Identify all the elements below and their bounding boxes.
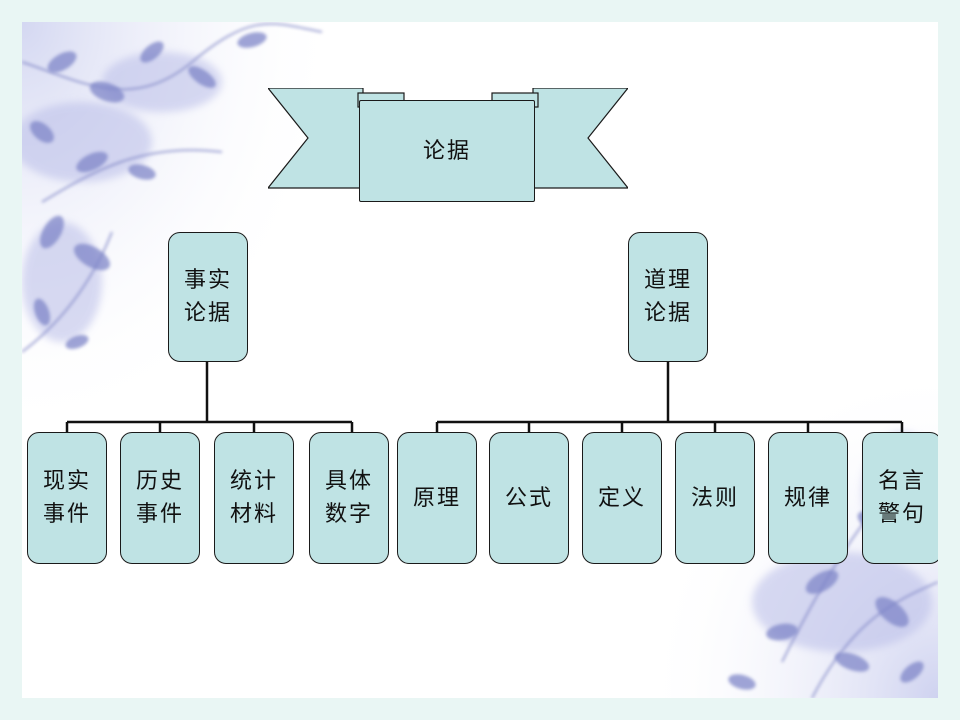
leaf-node: 现实 事件 — [27, 432, 107, 564]
leaf-node: 名言 警句 — [862, 432, 938, 564]
category-label: 事实 论据 — [183, 268, 232, 326]
leaf-label: 公式 — [504, 485, 553, 511]
leaf-node: 历史 事件 — [120, 432, 200, 564]
leaf-label: 历史 事件 — [135, 469, 184, 527]
leaf-label: 名言 警句 — [877, 469, 926, 527]
leaf-node: 法则 — [675, 432, 755, 564]
category-fact-evidence: 事实 论据 — [168, 232, 248, 362]
leaf-node: 具体 数字 — [309, 432, 389, 564]
leaf-label: 统计 材料 — [229, 469, 278, 527]
leaf-node: 定义 — [582, 432, 662, 564]
leaf-label: 具体 数字 — [324, 469, 373, 527]
title-box: 论据 — [359, 100, 535, 202]
title-text: 论据 — [422, 138, 471, 164]
title-ribbon — [268, 88, 628, 189]
category-label: 道理 论据 — [643, 268, 692, 326]
tree-connectors — [65, 362, 904, 432]
leaf-node: 公式 — [489, 432, 569, 564]
leaf-label: 法则 — [690, 485, 739, 511]
leaf-label: 定义 — [597, 485, 646, 511]
leaf-node: 原理 — [397, 432, 477, 564]
leaf-label: 原理 — [412, 485, 461, 511]
leaf-label: 规律 — [783, 485, 832, 511]
slide-canvas: 论据 事实 论据 道理 论据 现实 事件 历史 事件 — [22, 22, 938, 698]
leaf-node: 统计 材料 — [214, 432, 294, 564]
leaf-node: 规律 — [768, 432, 848, 564]
leaf-label: 现实 事件 — [42, 469, 91, 527]
category-reason-evidence: 道理 论据 — [628, 232, 708, 362]
